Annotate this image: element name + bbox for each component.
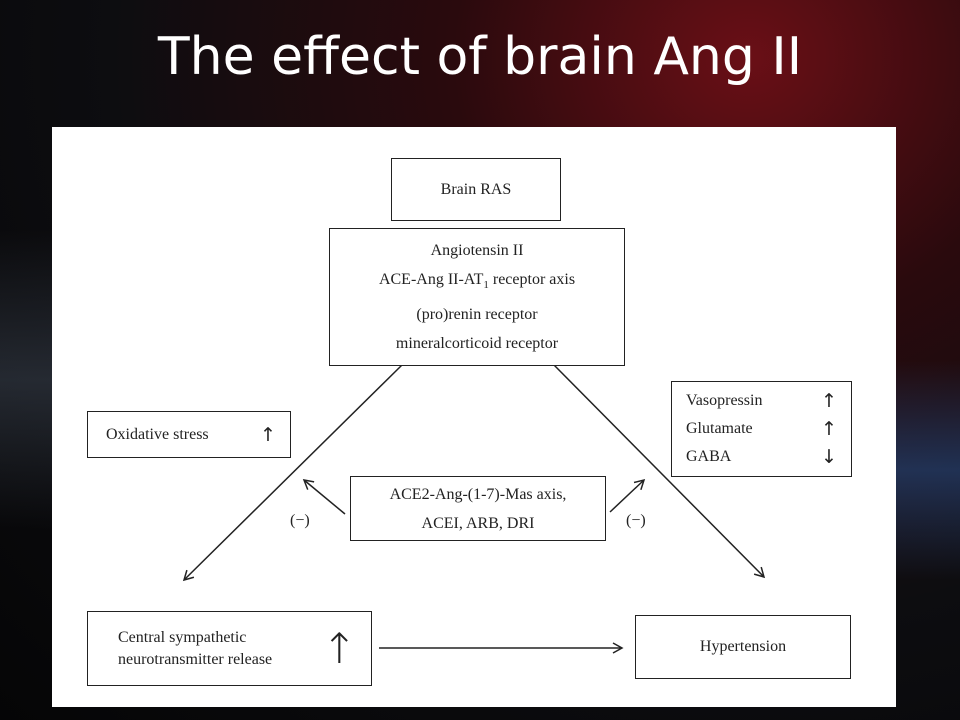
angiotensin-box: Angiotensin II ACE-Ang II-AT1 receptor a… xyxy=(329,228,625,366)
acei-arb-dri-label: ACEI, ARB, DRI xyxy=(421,514,535,532)
sympathetic-line2: neurotransmitter release xyxy=(118,650,273,668)
inhibition-label-left: (−) xyxy=(290,512,310,529)
inhibit-arrow-right xyxy=(609,478,646,513)
angiotensin-label: Angiotensin II xyxy=(430,241,524,259)
background-streak-left xyxy=(0,230,60,530)
brain-ras-label: Brain RAS xyxy=(440,180,512,198)
background-streak-right xyxy=(896,360,960,580)
arrow-to-hypertension xyxy=(553,364,766,579)
sympathetic-box: Central sympathetic neurotransmitter rel… xyxy=(87,611,372,686)
vasopressin-row: Vasopressin ↑ xyxy=(686,387,837,415)
glutamate-label: Glutamate xyxy=(686,420,753,437)
up-arrow-icon: ↑ xyxy=(821,390,837,412)
ace2-axis-label: ACE2-Ang-(1-7)-Mas axis, xyxy=(389,485,567,503)
mineralcorticoid-label: mineralcorticoid receptor xyxy=(395,335,559,353)
diagram-figure: Brain RAS Angiotensin II ACE-Ang II-AT1 … xyxy=(52,127,896,707)
gaba-label: GABA xyxy=(686,448,732,465)
brain-ras-box: Brain RAS xyxy=(391,158,561,221)
down-arrow-icon: ↓ xyxy=(821,446,837,468)
at1-axis-label: ACE-Ang II-AT1 receptor axis xyxy=(378,270,576,292)
prorenin-label: (pro)renin receptor xyxy=(416,306,538,324)
hypertension-label: Hypertension xyxy=(699,638,787,655)
up-arrow-icon: ↑ xyxy=(821,418,837,440)
vasopressin-label: Vasopressin xyxy=(686,392,763,409)
ace2-box: ACE2-Ang-(1-7)-Mas axis, ACEI, ARB, DRI xyxy=(350,476,606,541)
glutamate-row: Glutamate ↑ xyxy=(686,415,837,443)
hypertension-box: Hypertension xyxy=(635,615,851,679)
oxidative-stress-label: Oxidative stress xyxy=(106,425,209,443)
oxidative-stress-box: Oxidative stress ↑ xyxy=(87,411,291,458)
arrow-to-sympathetic xyxy=(182,364,403,582)
sympathetic-line1: Central sympathetic xyxy=(118,628,247,646)
slide-title: The effect of brain Ang II xyxy=(157,27,803,87)
inhibition-label-right: (−) xyxy=(626,512,646,529)
up-arrow-icon: ↑ xyxy=(260,423,276,446)
diagram-arrows xyxy=(182,364,766,654)
sympathetic-text: Central sympathetic neurotransmitter rel… xyxy=(118,627,272,671)
up-arrow-icon: ↑ xyxy=(321,623,357,673)
neurotransmitter-box: Vasopressin ↑ Glutamate ↑ GABA ↓ xyxy=(671,381,852,477)
inhibit-arrow-left xyxy=(302,479,346,515)
gaba-row: GABA ↓ xyxy=(686,443,837,471)
